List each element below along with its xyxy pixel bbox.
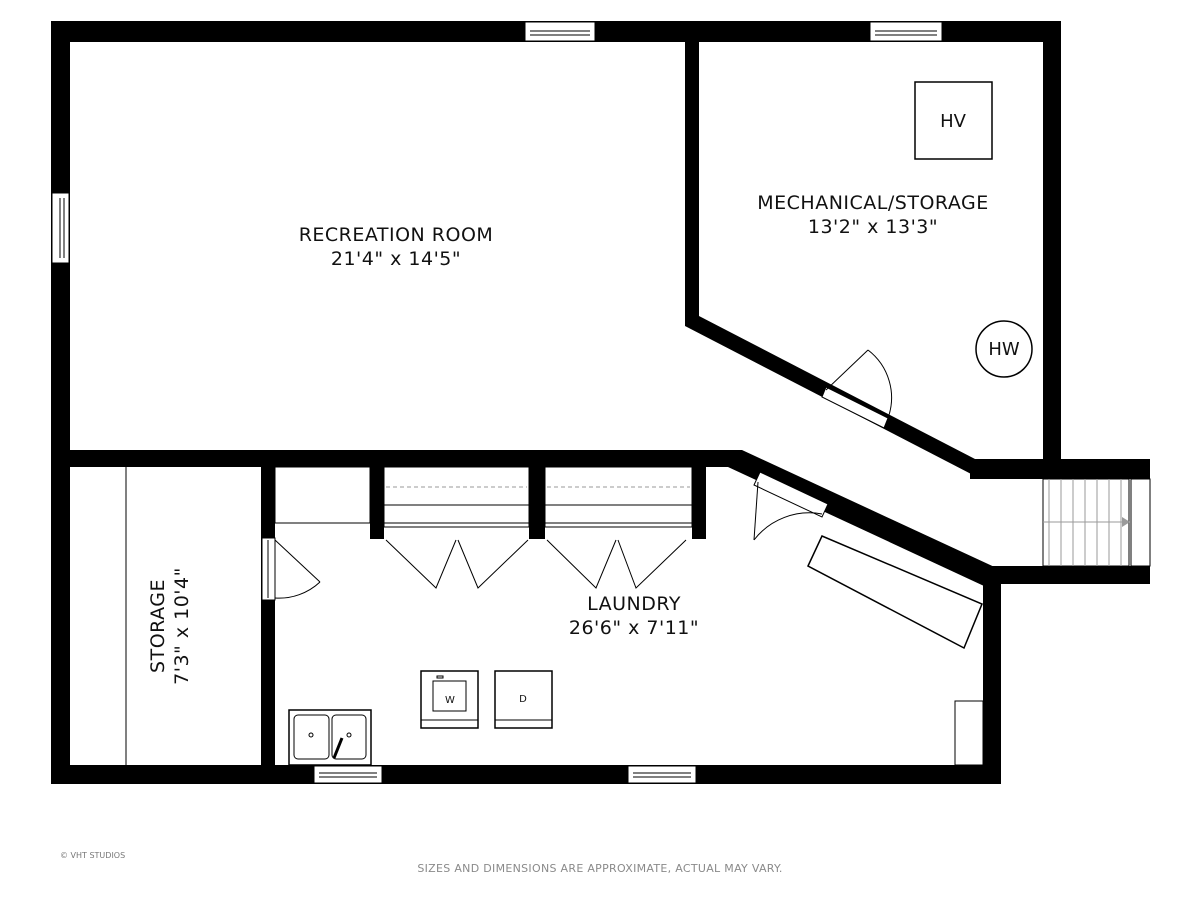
storage-room-name: STORAGE xyxy=(147,579,169,673)
stairs xyxy=(1042,478,1151,567)
recreation-room-name: RECREATION ROOM xyxy=(299,224,494,246)
laundry-sink xyxy=(288,709,372,766)
laundry-room-name: LAUNDRY xyxy=(587,593,681,615)
dryer xyxy=(494,670,553,729)
mechanical-room-dims: 13'2" x 13'3" xyxy=(808,216,938,238)
water-heater xyxy=(975,320,1033,378)
hvac-label: HV xyxy=(940,111,967,132)
copyright-credit: © VHT STUDIOS xyxy=(60,851,125,860)
windows xyxy=(51,21,943,784)
laundry-room-dims: 26'6" x 7'11" xyxy=(569,617,699,639)
dryer-label: D xyxy=(519,694,527,705)
washer xyxy=(420,670,479,729)
doors xyxy=(261,349,893,601)
hvac-unit xyxy=(914,81,993,160)
mechanical-room-name: MECHANICAL/STORAGE xyxy=(757,192,988,214)
walls xyxy=(51,21,1150,784)
recreation-room-dims: 21'4" x 14'5" xyxy=(331,248,461,270)
closets xyxy=(125,466,984,766)
washer-label: W xyxy=(445,695,455,706)
storage-room-dims: 7'3" x 10'4" xyxy=(171,567,193,685)
water-heater-label: HW xyxy=(988,339,1020,360)
disclaimer-text: SIZES AND DIMENSIONS ARE APPROXIMATE, AC… xyxy=(417,862,782,875)
